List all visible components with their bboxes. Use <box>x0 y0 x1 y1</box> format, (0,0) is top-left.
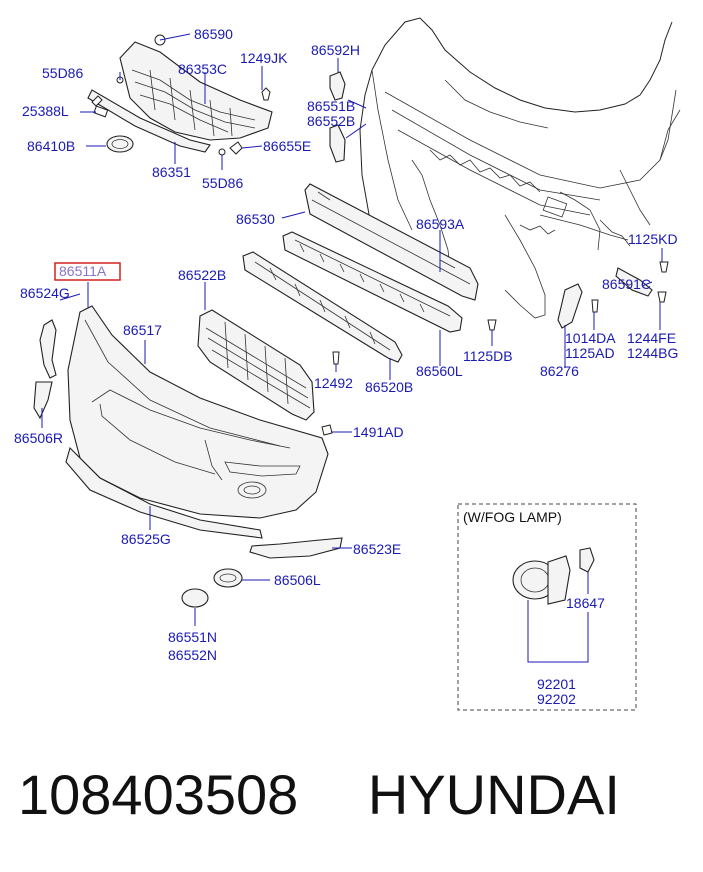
label-1244FE: 1244FE <box>627 330 676 346</box>
fog-hole-cover <box>181 588 209 608</box>
grille-bracket <box>329 71 346 163</box>
side-bracket <box>557 267 653 329</box>
leader-lines <box>41 33 663 663</box>
label-1125AD: 1125AD <box>565 345 615 361</box>
clips <box>116 34 271 156</box>
part-labels: 86590 55D86 86353C 1249JK 86592H 25388L … <box>14 26 678 707</box>
label-86520B: 86520B <box>365 379 413 395</box>
footer-brand: HYUNDAI <box>367 763 620 826</box>
label-86410B: 86410B <box>27 138 75 154</box>
label-86525G: 86525G <box>121 531 171 547</box>
fog-cover-left <box>213 568 243 588</box>
label-86592H: 86592H <box>311 42 360 58</box>
label-86353C: 86353C <box>178 61 227 77</box>
fasteners <box>321 261 669 436</box>
label-86506R: 86506R <box>14 430 63 446</box>
emblem <box>106 135 134 153</box>
label-1014DA: 1014DA <box>565 330 616 346</box>
side-bracket-left <box>33 319 57 420</box>
label-86551N: 86551N <box>168 629 217 645</box>
label-1125KD: 1125KD <box>628 231 678 247</box>
label-86530: 86530 <box>236 211 275 227</box>
lower-grille <box>197 309 315 421</box>
energy-absorber <box>282 231 463 333</box>
label-55D86-top: 55D86 <box>42 65 83 81</box>
label-25388L: 25388L <box>22 103 69 119</box>
fog-lamp-box <box>457 503 637 711</box>
label-86593A: 86593A <box>416 216 465 232</box>
label-86351: 86351 <box>152 164 191 180</box>
lower-spoiler <box>65 446 263 539</box>
grille-molding <box>87 89 211 153</box>
label-1249JK: 1249JK <box>240 50 288 66</box>
label-86524G: 86524G <box>20 285 70 301</box>
label-18647: 18647 <box>566 595 605 611</box>
side-molding-right <box>249 537 343 559</box>
label-86522B: 86522B <box>178 267 226 283</box>
label-1491AD: 1491AD <box>353 424 404 440</box>
label-86506L: 86506L <box>274 572 321 588</box>
label-86591C: 86591C <box>602 276 651 292</box>
label-86655E: 86655E <box>263 138 311 154</box>
footer-part-number: 108403508 <box>18 763 299 826</box>
front-bumper-cover <box>67 305 329 519</box>
label-86551B: 86551B <box>307 98 355 114</box>
lower-support <box>242 251 403 363</box>
bumper-beam <box>304 183 479 301</box>
label-12492: 12492 <box>314 375 353 391</box>
label-92201: 92201 <box>537 676 576 692</box>
label-86517: 86517 <box>123 322 162 338</box>
grille-side-strip <box>91 95 109 118</box>
label-86523E: 86523E <box>353 541 401 557</box>
label-fog-lamp-title: (W/FOG LAMP) <box>463 509 562 525</box>
label-92202: 92202 <box>537 691 576 707</box>
label-1244BG: 1244BG <box>627 345 678 361</box>
label-1125DB: 1125DB <box>463 348 513 364</box>
label-86276: 86276 <box>540 363 579 379</box>
footer-caption: 108403508 HYUNDAI <box>18 762 698 827</box>
highlight-box <box>54 262 121 281</box>
label-86511A-highlighted: 86511A <box>59 263 107 279</box>
front-body-frame <box>359 17 681 319</box>
label-86552B: 86552B <box>307 113 355 129</box>
radiator-grille <box>119 41 273 141</box>
label-86560L: 86560L <box>416 363 463 379</box>
label-55D86-bottom: 55D86 <box>202 175 243 191</box>
label-86552N: 86552N <box>168 647 217 663</box>
label-86590: 86590 <box>194 26 233 42</box>
